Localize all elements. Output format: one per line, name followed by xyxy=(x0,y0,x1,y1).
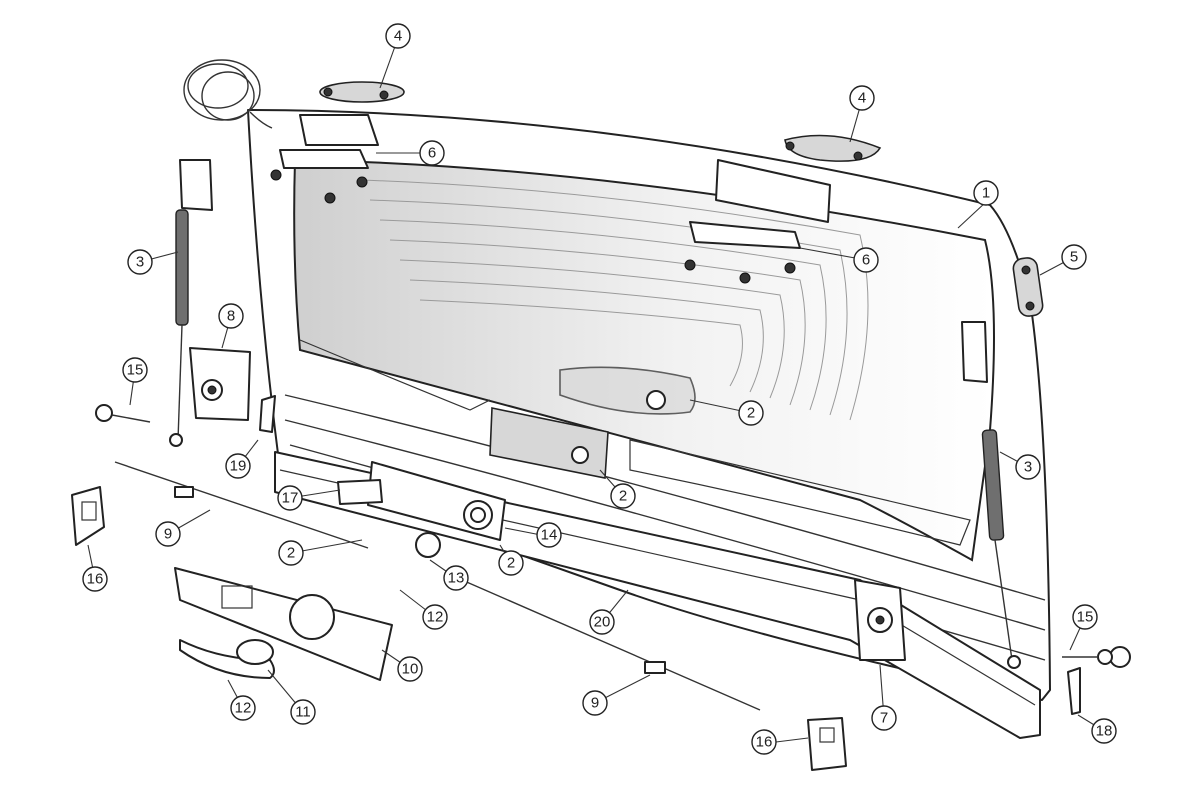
lock-ring xyxy=(415,532,441,558)
striker-bracket-left xyxy=(71,486,105,546)
callout-2b-label: 2 xyxy=(619,488,627,505)
callout-18-label: 18 xyxy=(1096,723,1113,740)
callout-4b-label: 4 xyxy=(858,90,866,107)
callout-17-label: 17 xyxy=(282,490,299,507)
callout-2c-label: 2 xyxy=(507,555,515,572)
callout-8-label: 8 xyxy=(227,308,235,325)
callout-6a: 6 xyxy=(419,140,445,166)
callout-5: 5 xyxy=(1061,244,1087,270)
callout-19: 19 xyxy=(225,453,251,479)
bumper-pad-right xyxy=(784,134,882,162)
lock-actuator xyxy=(337,479,383,505)
latch-left xyxy=(189,347,251,421)
callout-13: 13 xyxy=(443,565,469,591)
actuator-rod-left xyxy=(114,461,369,549)
callout-2d-label: 2 xyxy=(287,545,295,562)
support-strut-left xyxy=(169,159,213,447)
callout-2a-label: 2 xyxy=(747,405,755,422)
latch-right xyxy=(854,579,906,661)
callout-8: 8 xyxy=(218,303,244,329)
callout-6a-label: 6 xyxy=(428,145,436,162)
callout-10: 10 xyxy=(397,656,423,682)
callout-4a-label: 4 xyxy=(394,28,402,45)
callout-9a-label: 9 xyxy=(164,526,172,543)
callout-7-label: 7 xyxy=(880,710,888,727)
callout-6b: 6 xyxy=(853,247,879,273)
callout-16b-label: 16 xyxy=(756,734,773,751)
callout-7: 7 xyxy=(871,705,897,731)
callout-4a: 4 xyxy=(385,23,411,49)
support-strut-right xyxy=(961,321,1021,669)
callout-15b: 15 xyxy=(1072,604,1098,630)
callout-2b: 2 xyxy=(610,483,636,509)
callout-3b-label: 3 xyxy=(1024,459,1032,476)
callout-12b-label: 12 xyxy=(235,700,252,717)
callout-11: 11 xyxy=(290,699,316,725)
callout-14: 14 xyxy=(536,522,562,548)
bumper-pad-side xyxy=(1012,257,1044,317)
trim-clip-right xyxy=(1067,667,1081,715)
callout-4b: 4 xyxy=(849,85,875,111)
callout-14-label: 14 xyxy=(541,527,558,544)
hinge-left xyxy=(270,114,379,204)
callout-20: 20 xyxy=(589,609,615,635)
callout-15b-label: 15 xyxy=(1077,609,1094,626)
callout-5-label: 5 xyxy=(1070,249,1078,266)
callout-9b: 9 xyxy=(582,690,608,716)
bolt-right xyxy=(1062,646,1131,668)
wire-harness-coil xyxy=(183,59,273,129)
callout-16a-label: 16 xyxy=(87,571,104,588)
handle-plate-hole xyxy=(646,390,666,410)
callout-2c: 2 xyxy=(498,550,524,576)
callout-1-label: 1 xyxy=(982,185,990,202)
handle xyxy=(179,639,275,679)
striker-bracket-right xyxy=(807,717,847,771)
lower-crossbar xyxy=(274,451,1041,739)
callout-9b-label: 9 xyxy=(591,695,599,712)
callout-18: 18 xyxy=(1091,718,1117,744)
callout-12b: 12 xyxy=(230,695,256,721)
callout-9a: 9 xyxy=(155,521,181,547)
callout-16a: 16 xyxy=(82,566,108,592)
callout-3a: 3 xyxy=(127,249,153,275)
callout-10-label: 10 xyxy=(402,661,419,678)
callout-6b-label: 6 xyxy=(862,252,870,269)
callout-17: 17 xyxy=(277,485,303,511)
center-plate-hole xyxy=(571,446,589,464)
callout-11-label: 11 xyxy=(295,704,311,721)
callout-16b: 16 xyxy=(751,729,777,755)
bolt-left xyxy=(95,404,151,423)
callout-12a-label: 12 xyxy=(427,609,444,626)
callout-19-label: 19 xyxy=(230,458,247,475)
callout-1: 1 xyxy=(973,180,999,206)
callout-12a: 12 xyxy=(422,604,448,630)
trim-clip-left xyxy=(259,395,276,433)
callout-3b: 3 xyxy=(1015,454,1041,480)
hinge-right xyxy=(684,159,831,284)
callout-15a-label: 15 xyxy=(127,362,144,379)
callout-2a: 2 xyxy=(738,400,764,426)
bumper-pad-left xyxy=(319,81,405,103)
callout-15a: 15 xyxy=(122,357,148,383)
callout-3a-label: 3 xyxy=(136,254,144,271)
callout-13-label: 13 xyxy=(448,570,465,587)
inner-trim-panel xyxy=(174,567,393,681)
callout-20-label: 20 xyxy=(594,614,611,631)
callout-2d: 2 xyxy=(278,540,304,566)
